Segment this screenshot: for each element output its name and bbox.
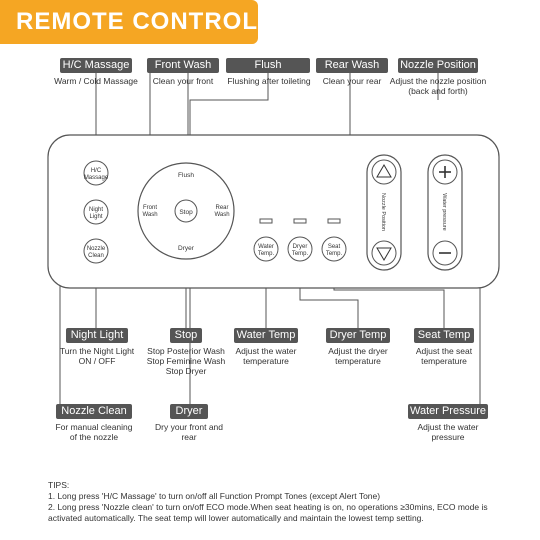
dryer-temp-btn-line1: Dryer: [293, 244, 308, 250]
dial-dryer-label: Dryer: [178, 245, 195, 252]
dial-rear-line1: Rear: [215, 205, 228, 211]
label-water-pressure: Water Pressure: [408, 404, 488, 419]
night-light-btn-line2: Light: [89, 214, 102, 220]
stop-button: [174, 199, 198, 223]
dryer-temp-indicator: [293, 218, 307, 224]
label-night-light: Night Light: [66, 328, 128, 343]
tip-1: 1. Long press 'H/C Massage' to turn on/o…: [48, 491, 381, 501]
water-temp-indicator: [259, 218, 273, 224]
hc-massage-btn-line2: Massage: [84, 175, 109, 181]
water-temp-btn-line2: Temp.: [258, 251, 275, 257]
dial-rear-line2: Wash: [214, 212, 229, 218]
night-light-btn-line1: Night: [89, 207, 103, 213]
desc-hc-massage: Warm / Cold Massage: [54, 76, 138, 86]
desc-nozzle-clean: For manual cleaning of the nozzle: [55, 422, 133, 442]
seat-temp-btn-line1: Seat: [328, 244, 341, 250]
label-dryer: Dryer: [170, 404, 208, 419]
water-temp-button: [253, 236, 279, 262]
tips-section: TIPS: 1. Long press 'H/C Massage' to tur…: [48, 480, 518, 524]
label-nozzle-clean: Nozzle Clean: [56, 404, 132, 419]
dial-stop-label: Stop: [179, 209, 193, 216]
seat-temp-btn-line2: Temp.: [326, 251, 343, 257]
label-seat-temp: Seat Temp: [414, 328, 474, 343]
nozzle-clean-btn-line1: Nozzle: [87, 246, 106, 252]
desc-water-pressure: Adjust the water pressure: [417, 422, 479, 442]
tips-heading: TIPS:: [48, 480, 70, 490]
page-title: REMOTE CONTROL: [0, 0, 258, 44]
desc-dryer-temp: Adjust the dryer temperature: [328, 346, 388, 366]
label-dryer-temp: Dryer Temp: [326, 328, 390, 343]
label-stop: Stop: [170, 328, 202, 343]
water-pressure-rocker: [427, 154, 463, 271]
nozzle-clean-button: [83, 238, 109, 264]
label-nozzle-position: Nozzle Position: [398, 58, 478, 73]
label-hc-massage: H/C Massage: [60, 58, 132, 73]
seat-temp-indicator: [327, 218, 341, 224]
dial-front-line1: Front: [143, 205, 157, 211]
connector-flush: [189, 73, 269, 158]
dial-flush-label: Flush: [178, 172, 194, 179]
desc-flush: Flushing after toileting: [227, 76, 311, 86]
nozzle-clean-btn-line2: Clean: [88, 253, 104, 259]
desc-dryer: Dry your front and rear: [154, 422, 224, 442]
desc-stop: Stop Posterior Wash Stop Feminine Wash S…: [146, 346, 226, 376]
label-rear-wash: Rear Wash: [316, 58, 388, 73]
desc-water-temp: Adjust the water temperature: [235, 346, 297, 366]
dryer-temp-button: [287, 236, 313, 262]
label-flush: Flush: [226, 58, 310, 73]
desc-night-light: Turn the Night Light ON / OFF: [59, 346, 135, 366]
night-light-button: [83, 199, 109, 225]
dial-front-line2: Wash: [142, 212, 157, 218]
dryer-temp-btn-line2: Temp.: [292, 251, 309, 257]
desc-seat-temp: Adjust the seat temperature: [415, 346, 473, 366]
desc-front-wash: Clean your front: [152, 76, 214, 86]
plus-icon: [439, 166, 451, 178]
desc-nozzle-position: Adjust the nozzle position (back and for…: [389, 76, 487, 96]
label-water-temp: Water Temp: [234, 328, 298, 343]
water-temp-btn-line1: Water: [258, 244, 274, 250]
triangle-up-icon: [376, 164, 392, 178]
nozzle-position-vertical-text: Nozzle Position: [380, 193, 386, 231]
triangle-down-icon: [376, 247, 392, 261]
water-pressure-vertical-text: Water pressure: [441, 193, 447, 230]
tip-2: 2. Long press 'Nozzle clean' to turn on/…: [48, 502, 490, 523]
desc-rear-wash: Clean your rear: [322, 76, 382, 86]
seat-temp-button: [321, 236, 347, 262]
nozzle-position-rocker: [366, 154, 402, 271]
label-front-wash: Front Wash: [147, 58, 219, 73]
hc-massage-button: [83, 160, 109, 186]
hc-massage-btn-line1: H/C: [91, 168, 102, 174]
